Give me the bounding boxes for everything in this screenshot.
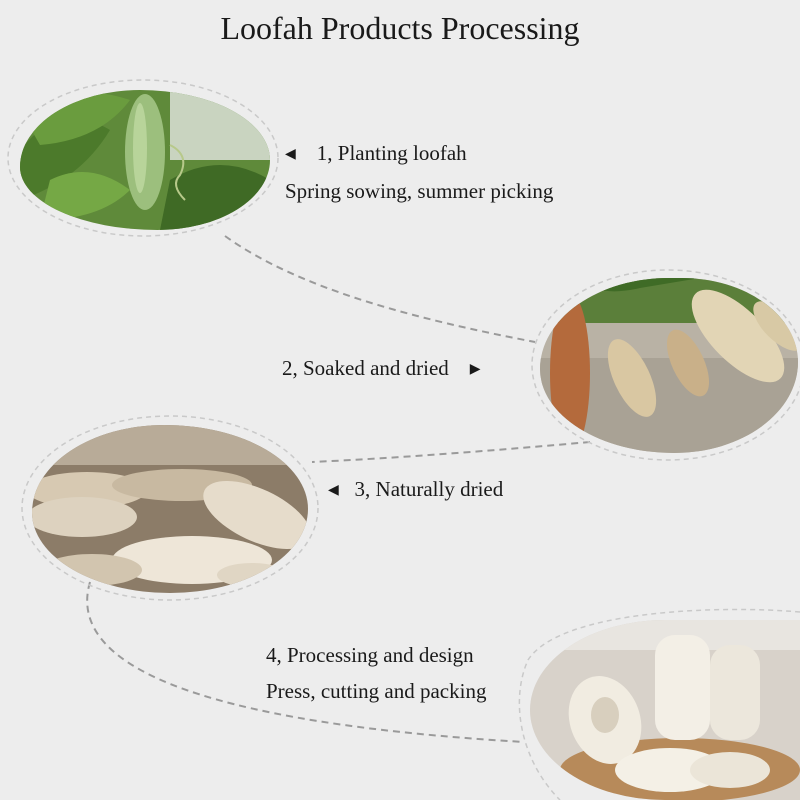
step-3-text: ◀ 3, Naturally dried: [328, 471, 503, 509]
frame-3: [21, 415, 319, 601]
connector-2-3: [311, 441, 591, 463]
step-1-label: 1, Planting loofah: [316, 141, 467, 165]
step-3-label: 3, Naturally dried: [354, 477, 504, 501]
frame-1: [7, 79, 279, 237]
step-1-text: ◀ 1, Planting loofah Spring sowing, summ…: [285, 135, 553, 209]
pointer-left-icon: ◀: [328, 483, 339, 498]
soaked-loofah-image: [540, 278, 798, 453]
step-4-detail: Press, cutting and packing: [266, 679, 487, 703]
step-1-detail: Spring sowing, summer picking: [285, 179, 554, 203]
loofah-products-image: [530, 620, 800, 800]
pointer-left-icon: ◀: [285, 147, 296, 162]
step-4-label: 4, Processing and design: [266, 643, 474, 667]
connector-1-2: [224, 235, 536, 343]
step-2-label: 2, Soaked and dried: [282, 356, 449, 380]
step-2-text: 2, Soaked and dried ▶: [282, 350, 481, 388]
dried-loofah-image: [32, 425, 308, 593]
planting-loofah-image: [20, 90, 270, 230]
page-title: Loofah Products Processing: [220, 10, 580, 46]
connector-3-4: [86, 581, 525, 743]
pointer-right-icon: ▶: [469, 362, 481, 377]
step-4-text: 4, Processing and design Press, cutting …: [266, 637, 486, 709]
frame-2: [531, 269, 800, 461]
